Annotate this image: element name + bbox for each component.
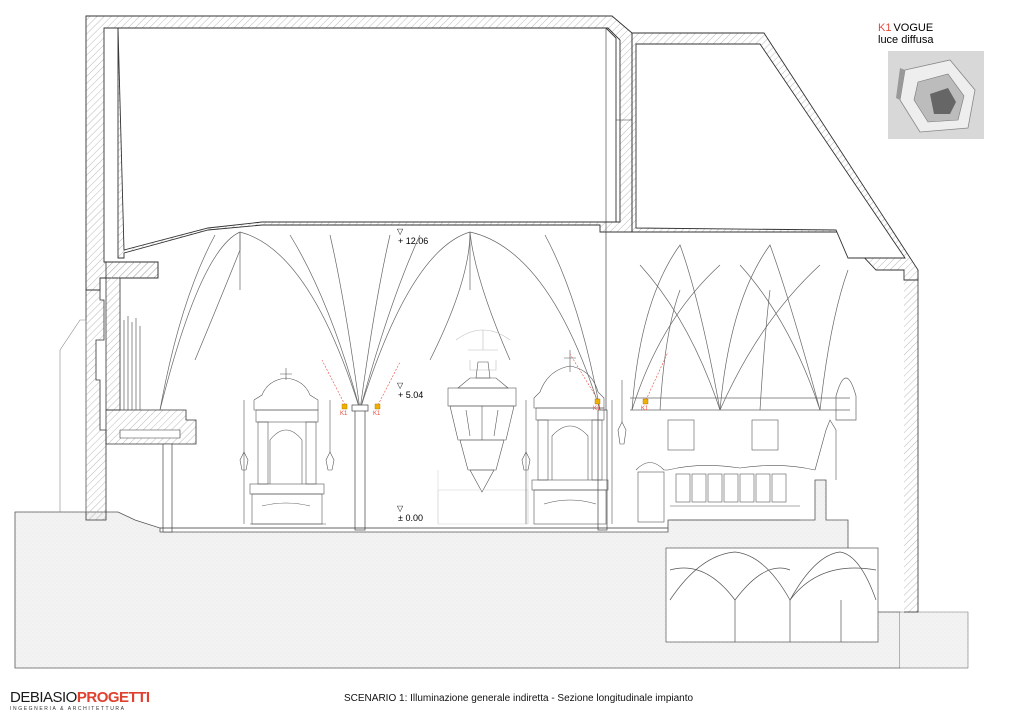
fixture-tag: K1 — [340, 411, 348, 417]
fixture-tag: K1 — [373, 411, 381, 417]
luminaire-illustration — [888, 51, 984, 139]
left-altar — [239, 368, 335, 525]
level-mark-vault: + 12.06 — [397, 227, 428, 246]
product-subtitle: luce diffusa — [878, 34, 934, 46]
logo-part1: DEBIASIO — [10, 689, 77, 706]
nave-vaults — [159, 231, 601, 411]
choir-stalls — [635, 419, 837, 523]
pulpit-main — [447, 361, 517, 493]
pulpit — [455, 329, 511, 371]
choir-vaults — [630, 244, 857, 421]
left-wall — [59, 261, 197, 521]
logo-tagline: INGEGNERIA & ARCHITETTURA — [10, 706, 126, 712]
pulpit-ghost — [437, 470, 529, 525]
product-code: K1 — [878, 22, 892, 34]
light-fixtures — [321, 351, 669, 410]
fixture-tag: K1 — [641, 406, 649, 412]
nave-roof — [85, 15, 633, 291]
logo-part2: PROGETTI — [76, 689, 150, 706]
product-name: VOGUE — [893, 22, 934, 34]
fixture-tag: K1 — [593, 406, 601, 412]
crypt-vaults — [665, 547, 879, 643]
sheet-caption: SCENARIO 1: Illuminazione generale indir… — [344, 693, 694, 704]
choir-roof — [631, 32, 919, 613]
level-mark-fixtures: + 5.04 — [397, 381, 423, 400]
right-altar — [521, 350, 627, 525]
level-mark-floor: ± 0.00 — [397, 504, 423, 523]
nave-columns — [162, 232, 608, 533]
company-logo: DEBIASIOPROGETTI INGEGNERIA & ARCHITETTU… — [10, 690, 150, 712]
